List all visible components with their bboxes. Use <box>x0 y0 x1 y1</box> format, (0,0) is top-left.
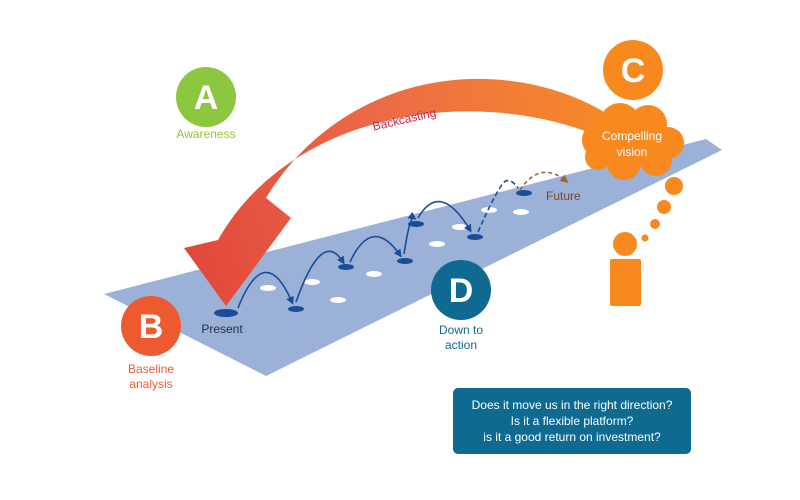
present-step <box>214 309 238 317</box>
awareness-letter: A <box>194 79 219 117</box>
action-caption-line2: action <box>445 338 477 352</box>
hop-arrows <box>237 171 569 309</box>
baseline-circle <box>121 296 181 356</box>
hop-arrow <box>349 235 402 263</box>
dark-step <box>288 306 304 312</box>
light-step <box>452 224 468 230</box>
backcasting-arrow <box>184 78 650 306</box>
question-2: Is it a flexible platform? <box>510 414 634 428</box>
cloud-line1: Compelling <box>602 129 662 143</box>
dark-step <box>397 258 413 264</box>
thought-bubbles <box>641 177 683 242</box>
hop-arrow <box>417 200 472 233</box>
awareness-caption: Awareness <box>176 127 235 141</box>
question-1: Does it move us in the right direction? <box>471 398 673 412</box>
dark-step <box>467 234 483 240</box>
action-caption-line1: Down to <box>439 323 483 337</box>
present-label: Present <box>201 322 243 336</box>
dark-step <box>338 264 354 270</box>
light-step <box>366 271 382 277</box>
dark-steps <box>214 190 532 317</box>
light-step <box>260 285 276 291</box>
cloud-line2: vision <box>617 145 648 159</box>
baseline-caption-line2: analysis <box>129 377 172 391</box>
light-step <box>330 297 346 303</box>
light-step <box>513 209 529 215</box>
hop-arrow <box>237 271 294 309</box>
light-step <box>304 279 320 285</box>
road-path <box>104 139 722 376</box>
hop-arrow <box>295 250 345 303</box>
dashed-arrow <box>477 179 519 233</box>
vision-circle <box>603 40 663 100</box>
awareness-circle <box>176 67 236 127</box>
baseline-letter: B <box>139 308 164 346</box>
future-dashed-arrow <box>519 171 569 191</box>
vision-letter: C <box>621 52 646 90</box>
hop-arrow <box>403 211 417 255</box>
person-icon <box>610 232 641 306</box>
light-step <box>429 241 445 247</box>
dark-step <box>516 190 532 196</box>
question-3: is it a good return on investment? <box>483 430 661 444</box>
questions-box: Does it move us in the right direction? … <box>453 388 691 454</box>
future-label: Future <box>546 189 581 203</box>
vision-cloud <box>582 103 684 180</box>
action-letter: D <box>449 272 474 310</box>
baseline-caption-line1: Baseline <box>128 362 174 376</box>
action-circle <box>431 260 491 320</box>
dark-step <box>408 221 424 227</box>
light-step <box>481 207 497 213</box>
